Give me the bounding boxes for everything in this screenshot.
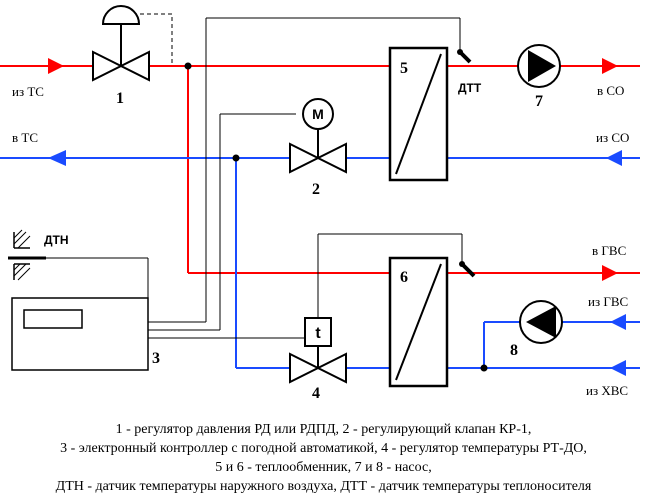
- label-from-ts: из ТС: [12, 84, 44, 99]
- motor-label: M: [312, 106, 324, 122]
- junction-dots: [184, 62, 488, 372]
- motor-icon: [302, 98, 334, 130]
- arrow-from-co: [606, 150, 622, 166]
- legend-caption: 1 - регулятор давления РД или РДПД, 2 - …: [0, 420, 647, 496]
- controller-display: [23, 309, 83, 329]
- junction-dot: [480, 364, 488, 372]
- heating-scheme-diagram: 1 M 2 t 4 5 6 ДТТ 7: [0, 5, 640, 402]
- thermo-element-icon: [304, 317, 332, 347]
- pressure-regulator-1: [92, 5, 150, 82]
- arrow-to-co: [602, 58, 618, 74]
- outdoor-sensor-dtn: [8, 229, 46, 281]
- label-to-co: в СО: [597, 83, 624, 98]
- pump-8: [519, 300, 563, 344]
- heat-exchanger-6: [388, 256, 449, 388]
- label-from-hvs: из ХВС: [586, 383, 628, 398]
- coolant-sensor-dtt: [457, 49, 472, 64]
- label-number-8: 8: [510, 342, 518, 359]
- heat-exchanger-5: [388, 46, 449, 182]
- arrow-to-ts: [48, 150, 66, 166]
- label-number-6: 6: [400, 269, 408, 286]
- label-from-gvs: из ГВС: [588, 294, 628, 309]
- temperature-regulator-4: [289, 317, 347, 384]
- label-number-7: 7: [535, 93, 543, 110]
- caption-line-2: 3 - электронный контроллер с погодной ав…: [60, 441, 587, 456]
- controller-3: [11, 297, 149, 371]
- pump-7: [517, 44, 561, 88]
- label-number-1: 1: [116, 90, 124, 107]
- coolant-sensor-gvs: [459, 261, 476, 278]
- flow-arrows: [48, 58, 626, 376]
- label-number-2: 2: [312, 181, 320, 198]
- caption-line-3: 5 и 6 - теплообменник, 7 и 8 - насос,: [215, 460, 432, 475]
- arrow-from-hvs: [610, 360, 626, 376]
- arrow-from-gvs: [610, 314, 626, 330]
- label-from-co: из СО: [596, 130, 629, 145]
- control-valve-2: [289, 98, 347, 174]
- label-to-ts: в ТС: [12, 130, 38, 145]
- arrow-to-gvs: [602, 265, 618, 281]
- junction-dot: [184, 62, 192, 70]
- caption-line-1: 1 - регулятор давления РД или РДПД, 2 - …: [115, 422, 532, 437]
- caption-line-4: ДТН - датчик температуры наружного возду…: [55, 479, 592, 494]
- label-to-gvs: в ГВС: [592, 243, 626, 258]
- signal-lines: [46, 13, 463, 339]
- thermo-label: t: [315, 325, 321, 342]
- label-number-5: 5: [400, 60, 408, 77]
- arrow-from-ts: [48, 58, 64, 74]
- dtn-label: ДТН: [44, 233, 69, 247]
- label-number-4: 4: [312, 385, 320, 402]
- label-number-3: 3: [152, 350, 160, 367]
- junction-dot: [232, 154, 240, 162]
- supply-pipes: [0, 65, 640, 274]
- dtt-label: ДТТ: [458, 81, 482, 95]
